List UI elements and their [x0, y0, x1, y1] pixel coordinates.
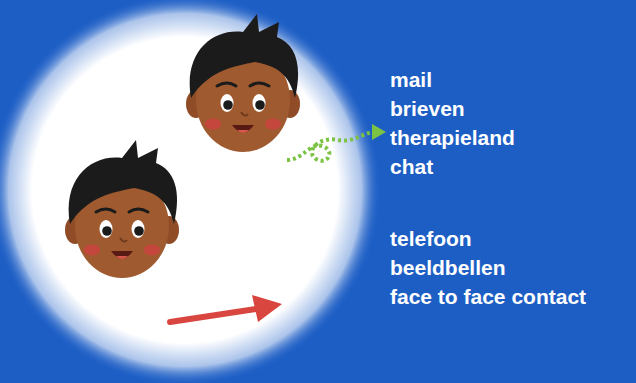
channel-label: telefoon: [390, 226, 586, 252]
label-list: mail brieven therapieland chat telefoon beeld…: [390, 67, 586, 310]
channel-label: chat: [390, 154, 586, 180]
channel-label: therapieland: [390, 125, 586, 151]
channel-label: face to face contact: [390, 284, 586, 310]
channel-label: beeldbellen: [390, 255, 586, 281]
channel-label: brieven: [390, 96, 586, 122]
channel-label: mail: [390, 67, 586, 93]
